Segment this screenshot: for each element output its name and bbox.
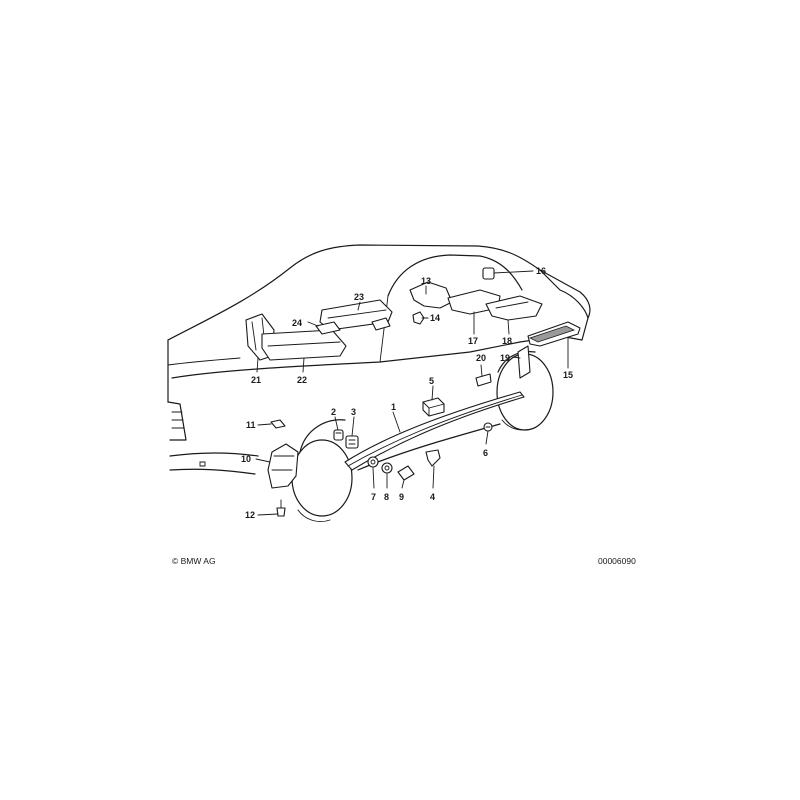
part-11-plate	[270, 419, 286, 429]
callout-labels: 1 2 3 4 5 6 7 8 9 10 11 12 13 14 15 16 1…	[241, 266, 573, 520]
part-12-screw	[276, 499, 286, 517]
callout-10: 10	[241, 454, 251, 464]
car-body-outline	[167, 244, 591, 475]
part-24-pad	[315, 317, 391, 335]
copyright-text: © BMW AG	[172, 556, 216, 566]
part-15-rear-panel	[527, 321, 581, 347]
callout-19: 19	[500, 353, 510, 363]
part-20-bolt	[475, 373, 492, 387]
callout-13: 13	[421, 276, 431, 286]
part-18-insulation-mat	[485, 295, 543, 321]
part-13-panel	[409, 281, 453, 309]
leader-lines	[255, 270, 569, 516]
callout-20: 20	[476, 353, 486, 363]
callout-5: 5	[429, 376, 434, 386]
callout-7: 7	[371, 492, 376, 502]
part-16-grommet	[482, 267, 495, 280]
callout-1: 1	[391, 402, 396, 412]
callout-4: 4	[430, 492, 435, 502]
part-9-clip-nut	[397, 465, 415, 481]
part-7-nut	[367, 456, 379, 468]
part-14-clip	[412, 311, 425, 325]
callout-11: 11	[246, 420, 256, 430]
part-4-rivet	[425, 449, 441, 467]
callout-23: 23	[354, 292, 364, 302]
part-3-clip	[345, 435, 359, 449]
part-5-bracket	[422, 397, 445, 417]
callout-22: 22	[297, 375, 307, 385]
callout-3: 3	[351, 407, 356, 417]
callout-2: 2	[331, 407, 336, 417]
drawing-number: 00006090	[598, 556, 636, 566]
part-19-rear-bracket	[517, 345, 531, 379]
callout-6: 6	[483, 448, 488, 458]
callout-15: 15	[563, 370, 573, 380]
callout-8: 8	[384, 492, 389, 502]
part-6-screw	[483, 422, 493, 432]
part-1-rocker-trim	[344, 391, 525, 471]
part-2-clip	[333, 429, 344, 441]
part-22-cross-duct	[261, 329, 347, 361]
callout-17: 17	[468, 336, 478, 346]
callout-24: 24	[292, 318, 302, 328]
callout-21: 21	[251, 375, 261, 385]
callout-18: 18	[502, 336, 512, 346]
callout-14: 14	[430, 313, 440, 323]
callout-12: 12	[245, 510, 255, 520]
callout-16: 16	[536, 266, 546, 276]
part-8-washer	[381, 462, 393, 474]
callout-9: 9	[399, 492, 404, 502]
part-10-wheel-arch-bracket	[267, 443, 299, 489]
